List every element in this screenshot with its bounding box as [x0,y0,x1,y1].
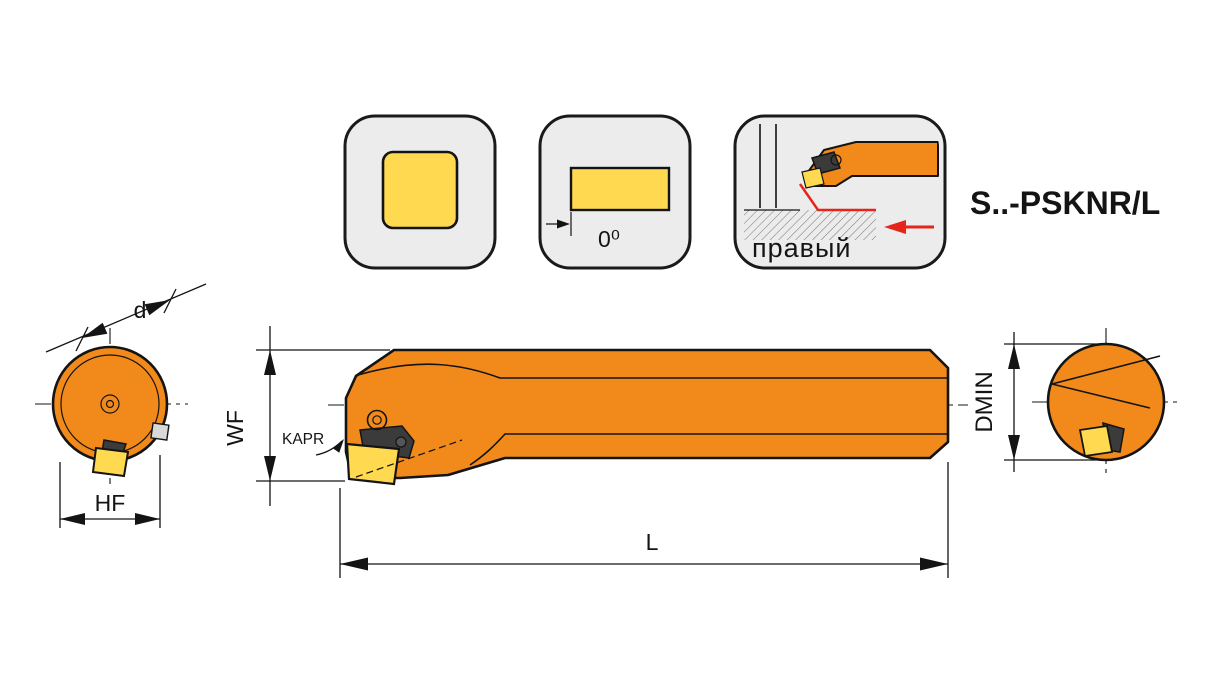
insert-side-icon [569,166,671,212]
hand-direction-panel: правый [733,114,947,270]
angle-value-label: 0⁰ [598,226,620,252]
dim-kapr: KAPR [282,431,344,456]
dim-label-hf: HF [95,490,126,516]
mini-insert [801,167,825,189]
dim-label-dmin: DMIN [971,371,998,432]
dim-d: d [45,283,207,353]
kapr-edge-line [355,439,463,478]
boring-application-icon [744,124,939,240]
cutting-insert [345,442,401,486]
dim-label-kapr: KAPR [282,431,324,448]
model-designation: S..-PSKNR/L [970,185,1160,221]
dim-dmin: DMIN [971,332,1106,472]
dim-hf: HF [59,455,161,528]
insert-shape-panel [343,114,497,270]
dim-label-wf: WF [222,410,248,446]
dim-wf: WF [222,326,390,506]
left-end-view: d HF [35,283,207,528]
clearance-angle-panel: 0⁰ [538,114,692,270]
coolant-port [150,422,170,441]
insert-front [91,446,130,478]
clamp-pin [395,436,407,448]
right-end-view: DMIN [971,328,1180,476]
side-view: KAPR WF L [222,326,968,578]
insert-end [1078,424,1114,458]
dim-l: L [339,462,949,578]
clamp-screw [366,409,388,431]
mini-screw [830,154,842,166]
angle-arrow-icon [557,219,570,229]
feed-direction-arrow-icon [884,220,906,234]
square-insert-icon [381,150,459,230]
toolholder-body [344,348,950,480]
workpiece-hatch [744,210,876,240]
dim-label-l: L [646,529,659,555]
hand-label: правый [752,233,852,263]
machined-profile-line [798,183,876,212]
dim-label-d: d [134,297,147,323]
symbol-panel: 0⁰ правый S..-PSKNR/L [343,114,1160,270]
